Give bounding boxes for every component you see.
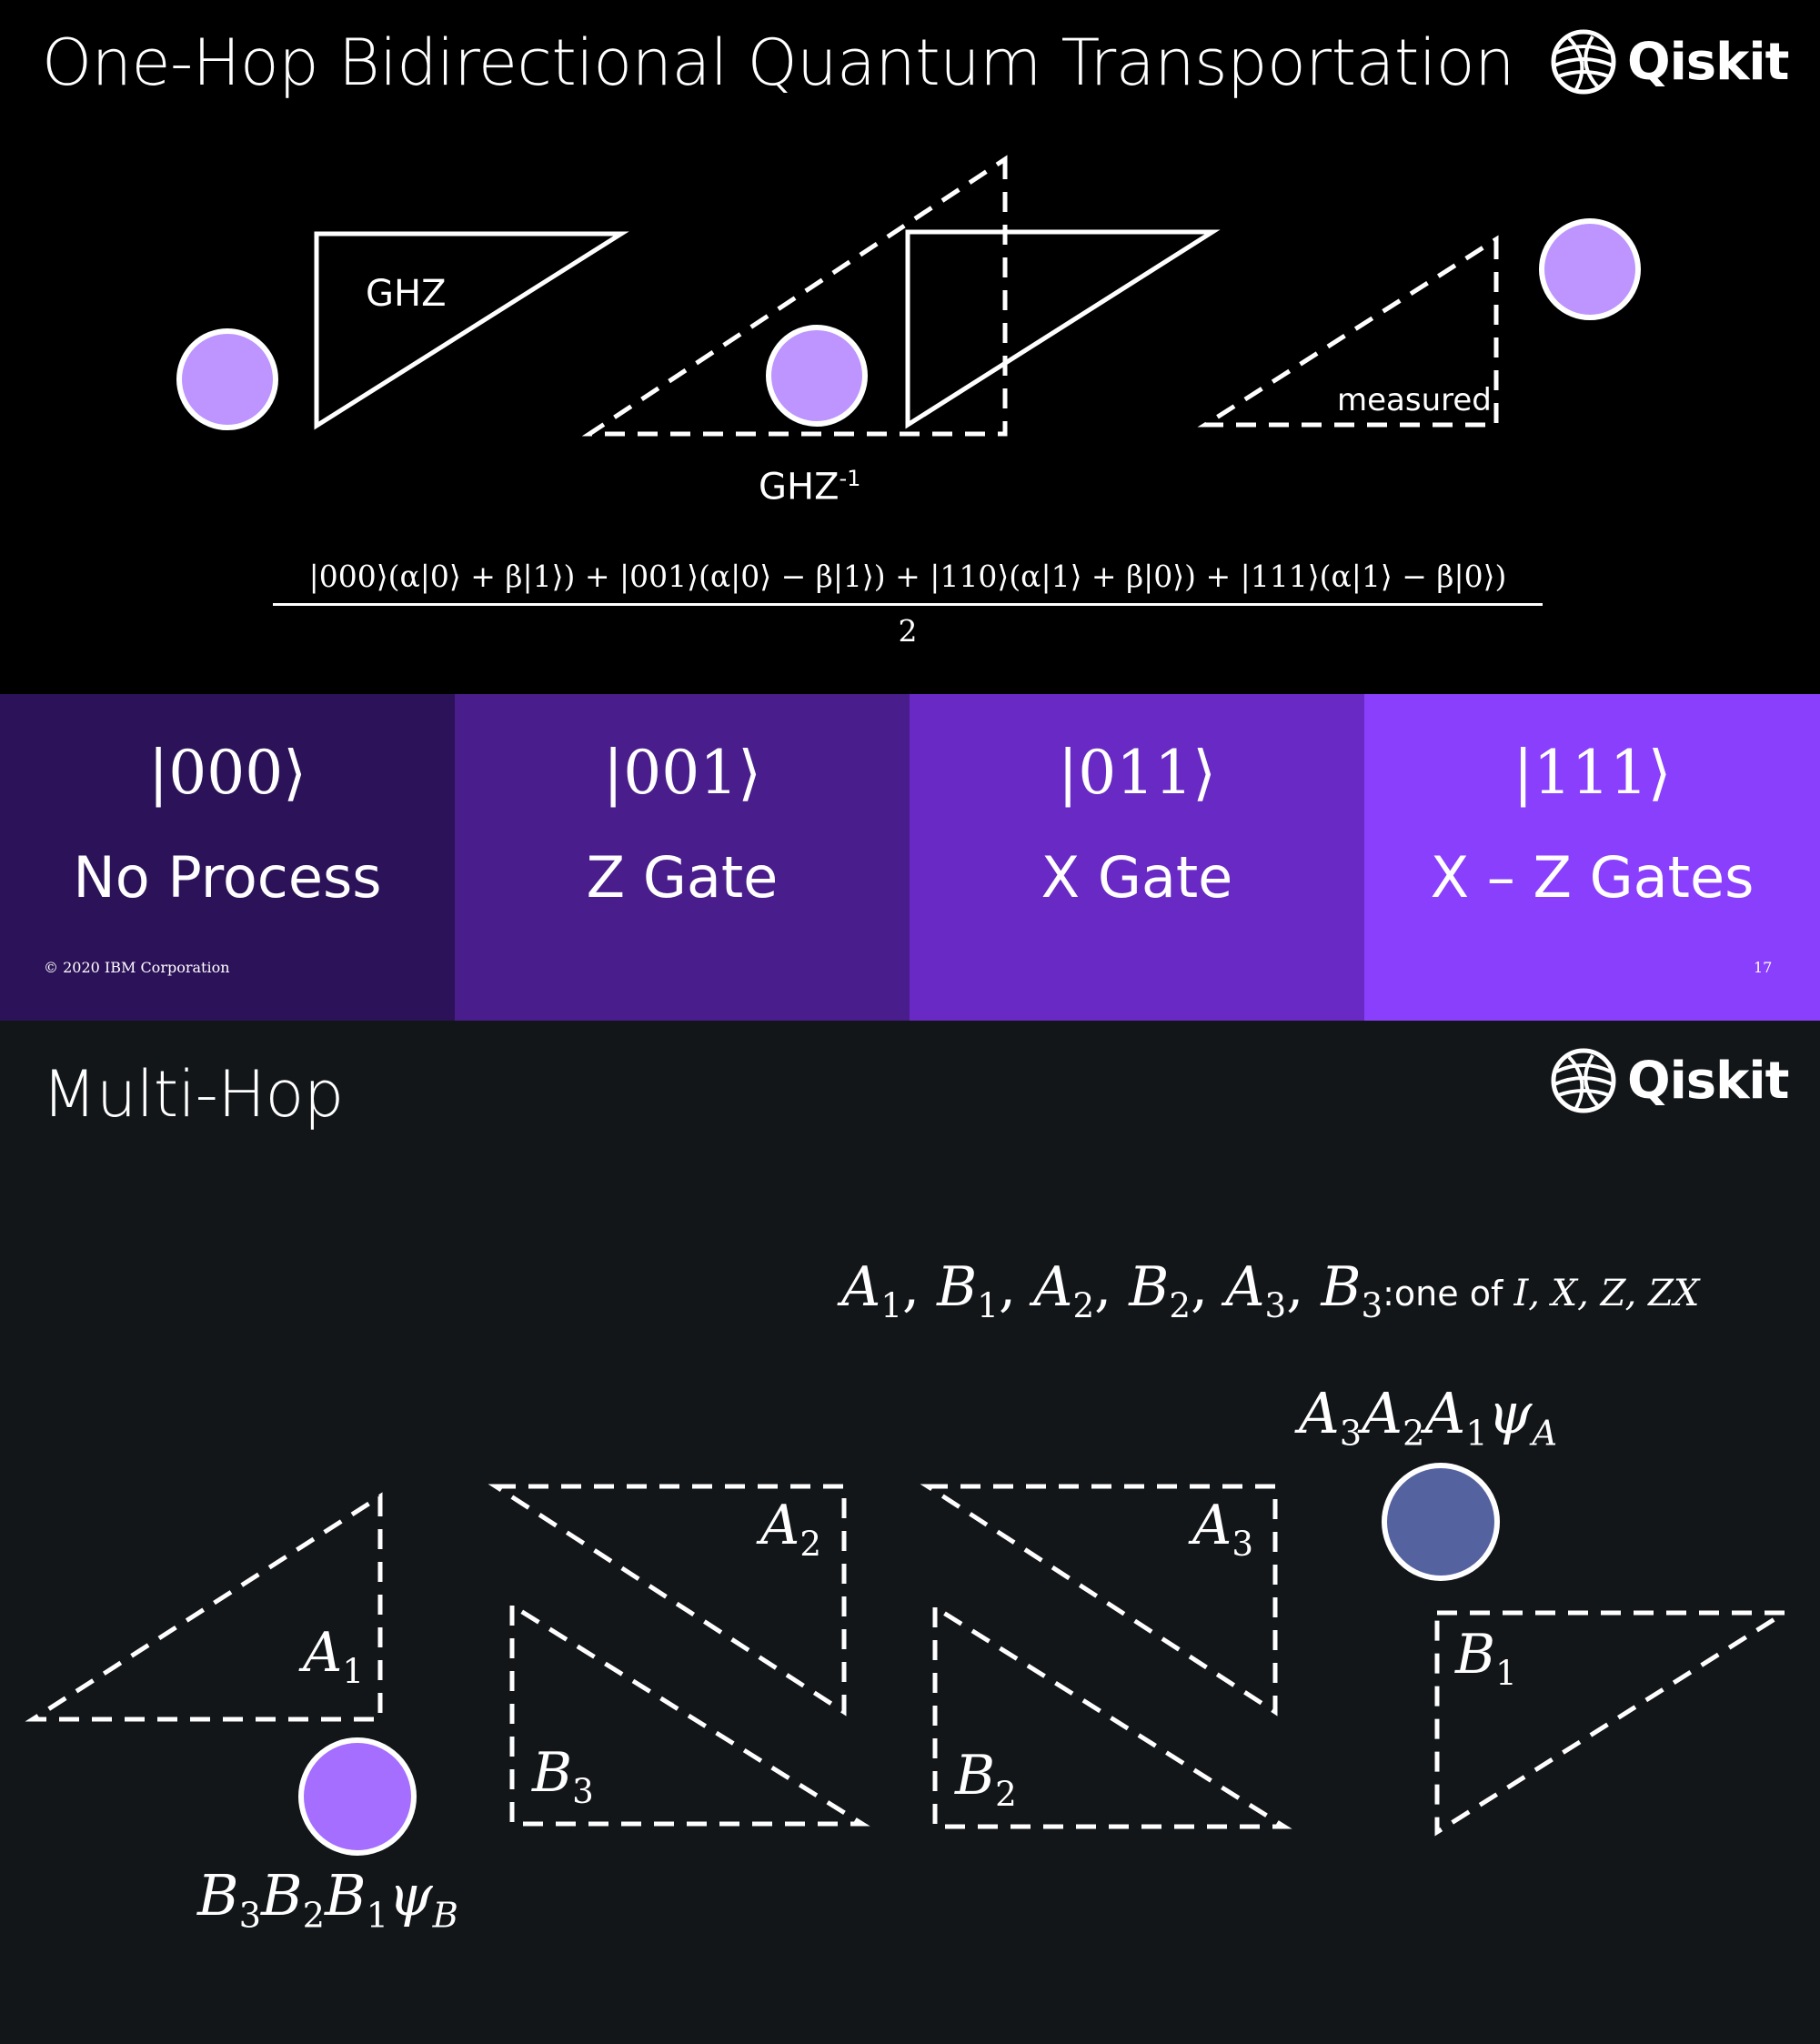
op-a1: A1	[841, 1255, 903, 1326]
triangle-b2	[932, 1603, 1292, 1829]
outcome-process: X Gate	[1041, 844, 1233, 911]
copyright-footer: © 2020 IBM Corporation	[44, 959, 230, 976]
outcome-ket: |000⟩	[148, 738, 307, 808]
label-b2: B2	[955, 1744, 1017, 1815]
label-b3: B3	[532, 1741, 594, 1812]
triangle-a3	[920, 1484, 1278, 1717]
label-a1: A1	[303, 1621, 365, 1692]
slide-multi-hop: Multi-Hop Qiskit A1, B1, A2, B2, A3, B3:…	[0, 1021, 1820, 2044]
multi-hop-diagram	[25, 1463, 1793, 1856]
outcome-band-000: |000⟩ No Process	[0, 694, 455, 1021]
operators-suffix: :one of	[1383, 1274, 1514, 1314]
triangle-a1	[25, 1492, 383, 1722]
state-a-label: A3A2A1ψA	[1299, 1380, 1558, 1455]
slide-title: Multi-Hop	[42, 1057, 344, 1132]
op-a2: A2	[1033, 1255, 1095, 1326]
op-b2: B2	[1129, 1255, 1192, 1326]
equation-numerator: |000⟩(α|0⟩ + β|1⟩) + |001⟩(α|0⟩ − β|1⟩) …	[273, 559, 1543, 606]
ghz-inverse-triangle	[581, 155, 1008, 437]
equation-denominator: 2	[898, 613, 918, 649]
outcome-band-001: |001⟩ Z Gate	[455, 694, 910, 1021]
outcome-ket: |001⟩	[603, 738, 761, 808]
one-hop-diagram	[176, 155, 1641, 437]
qubit-right	[1539, 218, 1641, 320]
measured-label: measured	[1337, 382, 1492, 418]
qubit-b	[298, 1737, 417, 1856]
ghz-label: GHZ	[366, 273, 447, 315]
ghz-inverse-superscript: -1	[839, 466, 861, 491]
outcome-band-011: |011⟩ X Gate	[910, 694, 1364, 1021]
slide-title: One-Hop Bidirectional Quantum Transporta…	[42, 25, 1515, 100]
outcome-process: No Process	[73, 844, 382, 911]
operators-list: A1, B1, A2, B2, A3, B3:one of I, X, Z, Z…	[841, 1255, 1700, 1326]
slide-one-hop: One-Hop Bidirectional Quantum Transporta…	[0, 0, 1820, 1021]
outcome-band-111: |111⟩ X – Z Gates	[1364, 694, 1820, 1021]
outcome-ket: |111⟩	[1513, 738, 1672, 808]
op-a3: A3	[1225, 1255, 1287, 1326]
qiskit-logo-text: Qiskit	[1627, 32, 1789, 92]
page-number: 17	[1754, 959, 1773, 976]
label-a3: A3	[1192, 1494, 1254, 1565]
qiskit-logo: Qiskit	[1549, 1046, 1789, 1115]
state-b-label: B3B2B1ψB	[197, 1862, 458, 1937]
operators-options: I, X, Z, ZX	[1513, 1273, 1700, 1314]
qiskit-logo: Qiskit	[1549, 27, 1789, 96]
ghz-inverse-label: GHZ-1	[759, 466, 861, 508]
triangle-a2	[488, 1484, 847, 1717]
state-equation: |000⟩(α|0⟩ + β|1⟩) + |001⟩(α|0⟩ − β|1⟩) …	[273, 559, 1543, 649]
outcome-ket: |011⟩	[1058, 738, 1216, 808]
label-a2: A2	[760, 1494, 822, 1565]
op-b1: B1	[937, 1255, 999, 1326]
qubit-middle	[766, 325, 868, 427]
label-b1: B1	[1455, 1623, 1517, 1694]
ghz-triangle-left	[314, 231, 629, 430]
qiskit-logo-text: Qiskit	[1627, 1051, 1789, 1111]
triangle-b3	[509, 1601, 870, 1827]
outcome-process: Z Gate	[586, 844, 779, 911]
measured-triangle	[1197, 235, 1499, 428]
ghz-triangle-middle	[905, 229, 1221, 429]
outcome-process: X – Z Gates	[1430, 844, 1755, 911]
qiskit-globe-icon	[1551, 1048, 1616, 1113]
qiskit-globe-icon	[1551, 29, 1616, 95]
qubit-a	[1382, 1463, 1500, 1581]
op-b3: B3	[1321, 1255, 1383, 1326]
qubit-left	[176, 328, 278, 430]
triangle-b1	[1434, 1610, 1793, 1837]
